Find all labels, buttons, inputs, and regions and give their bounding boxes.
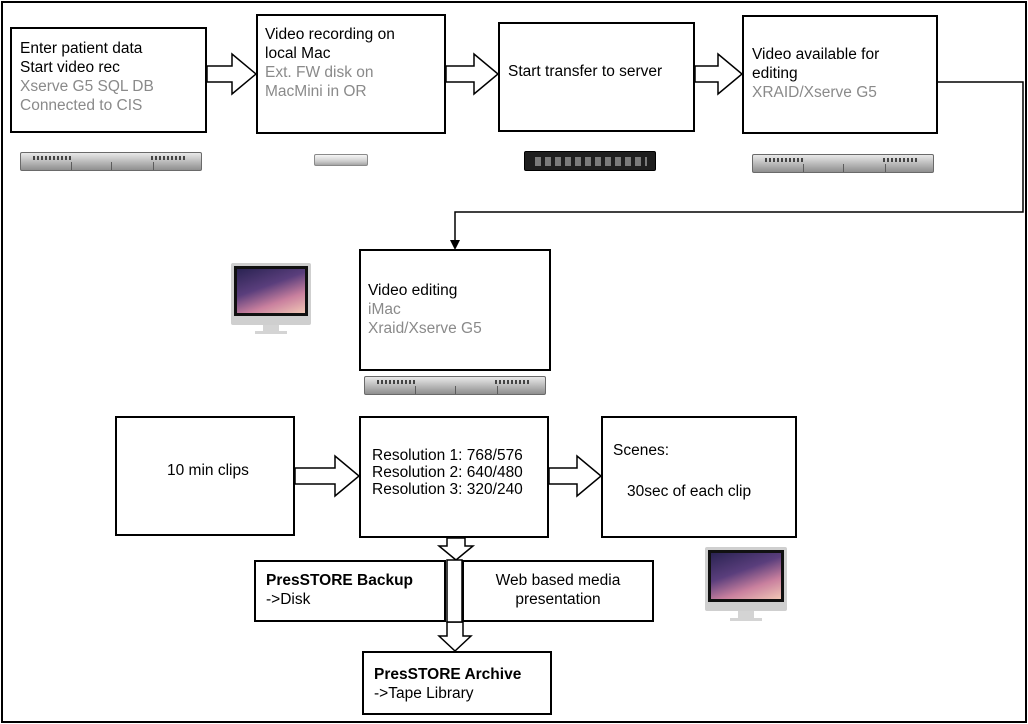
arrow-record-to-transfer (445, 52, 500, 96)
patient-line-2: Start video rec (20, 59, 120, 76)
avail-line-1: Video available for (752, 46, 880, 63)
archive-line-1: PresSTORE Archive (374, 666, 522, 683)
web-presentation-box: Web based media presentation (462, 560, 654, 622)
xserve-rack-icon (364, 376, 546, 395)
imac-icon (705, 547, 787, 623)
scenes-line-1: Scenes: (613, 442, 670, 459)
edit-line-3: Xraid/Xserve G5 (368, 320, 482, 337)
imac-icon (231, 263, 311, 335)
patient-line-1: Enter patient data (20, 40, 143, 57)
arrow-to-archive (437, 621, 473, 653)
xserve-rack-icon (752, 154, 934, 173)
video-recording-box: Video recording on local Mac Ext. FW dis… (256, 14, 446, 134)
clips-line-1: 10 min clips (167, 462, 249, 479)
shaft-backup-web (446, 559, 463, 623)
arrow-patient-to-record (206, 52, 258, 96)
video-available-box: Video available for editing XRAID/Xserve… (742, 15, 938, 134)
avail-line-2: editing (752, 65, 798, 82)
arrow-res-to-scenes (548, 454, 603, 498)
web-line-2: presentation (515, 591, 601, 608)
presstore-backup-box: PresSTORE Backup ->Disk (254, 560, 446, 622)
patient-data-box: Enter patient data Start video rec Xserv… (10, 27, 207, 133)
res-line-3: Resolution 3: 320/240 (372, 481, 523, 498)
patient-line-4: Connected to CIS (20, 97, 143, 114)
mac-mini-icon (314, 154, 368, 166)
connector-arrowhead (450, 240, 460, 250)
res-line-1: Resolution 1: 768/576 (372, 447, 523, 464)
record-line-2: local Mac (265, 45, 331, 62)
transfer-line-1: Start transfer to server (508, 63, 663, 80)
record-line-4: MacMini in OR (265, 83, 367, 100)
backup-line-2: ->Disk (266, 591, 311, 608)
transfer-box: Start transfer to server (498, 22, 695, 132)
arrow-res-down (436, 537, 476, 561)
resolution-box: Resolution 1: 768/576 Resolution 2: 640/… (359, 416, 549, 538)
res-line-2: Resolution 2: 640/480 (372, 464, 523, 481)
scenes-box: Scenes: 30sec of each clip (601, 416, 797, 538)
backup-line-1: PresSTORE Backup (266, 572, 414, 589)
web-line-1: Web based media (495, 572, 621, 589)
scenes-line-2: 30sec of each clip (627, 483, 752, 500)
record-line-1: Video recording on (265, 26, 395, 43)
clips-box: 10 min clips (115, 416, 295, 536)
archive-line-2: ->Tape Library (374, 685, 474, 702)
arrow-transfer-to-avail (694, 52, 744, 96)
edit-line-1: Video editing (368, 282, 458, 299)
arrow-clips-to-res (294, 454, 361, 498)
edit-line-2: iMac (368, 301, 401, 318)
patient-line-3: Xserve G5 SQL DB (20, 78, 154, 95)
avail-line-3: XRAID/Xserve G5 (752, 84, 877, 101)
presstore-archive-box: PresSTORE Archive ->Tape Library (362, 651, 552, 715)
xserve-rack-icon (20, 152, 202, 171)
record-line-3: Ext. FW disk on (265, 64, 374, 81)
video-editing-box: Video editing iMac Xraid/Xserve G5 (359, 249, 551, 371)
network-switch-icon (524, 151, 656, 171)
connector-avail-to-edit (454, 81, 1024, 244)
